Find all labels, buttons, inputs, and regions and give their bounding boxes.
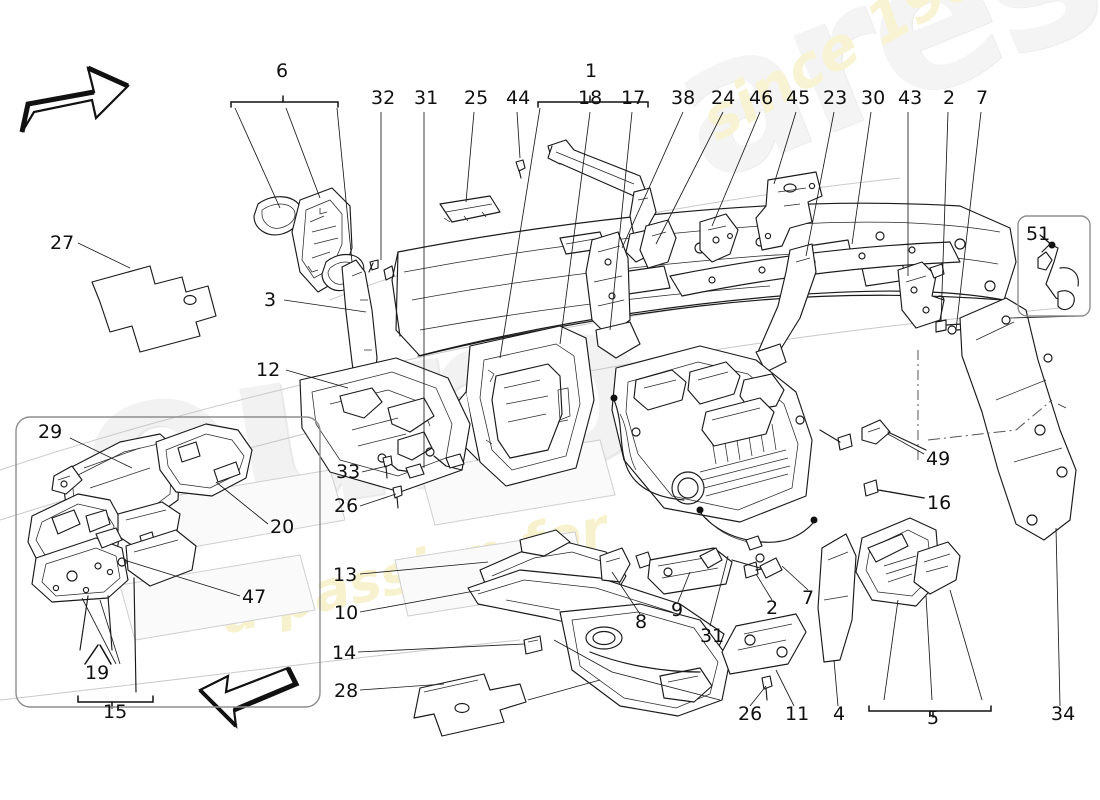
wiring-harness	[610, 394, 818, 551]
label-8: 8	[635, 611, 648, 633]
label-27: 27	[50, 232, 75, 254]
label-5: 5	[927, 707, 940, 729]
part-4-side-trim	[817, 533, 857, 663]
part-14-clip	[523, 635, 543, 655]
label-29: 29	[38, 421, 63, 443]
inset-left-assembly	[27, 423, 253, 693]
label-2-bottom: 2	[766, 597, 779, 619]
part-5-trim-covers	[855, 517, 961, 607]
label-16: 16	[927, 492, 952, 514]
label-3: 3	[264, 289, 277, 311]
label-44: 44	[506, 87, 531, 109]
steering-column-shroud	[559, 603, 731, 717]
label-32: 32	[371, 87, 396, 109]
label-1: 1	[585, 60, 598, 82]
label-15: 15	[103, 701, 128, 723]
label-4: 4	[833, 703, 846, 725]
part-25-cover-plate	[439, 195, 501, 223]
label-10: 10	[334, 602, 359, 624]
label-11: 11	[785, 703, 810, 725]
center-console-assembly	[611, 345, 813, 523]
label-46: 46	[749, 87, 774, 109]
part-12-glovebox-assembly	[299, 357, 471, 493]
part-43-hinge-bolts	[897, 261, 973, 335]
label-14: 14	[332, 642, 357, 664]
label-13: 13	[333, 564, 358, 586]
label-30: 30	[861, 87, 886, 109]
part-49-16-fasteners	[819, 419, 927, 499]
label-45: 45	[786, 87, 811, 109]
label-26-bottom: 26	[738, 703, 763, 725]
label-12: 12	[256, 359, 281, 381]
label-49: 49	[926, 448, 951, 470]
label-20: 20	[270, 516, 295, 538]
leader-lines	[69, 107, 1085, 707]
label-38: 38	[671, 87, 696, 109]
label-7-bottom: 7	[802, 587, 815, 609]
label-2-top: 2	[943, 87, 956, 109]
structural-brackets	[585, 171, 961, 373]
part-27-gasket	[91, 265, 217, 353]
part-11-lower-panel	[721, 613, 807, 701]
label-47: 47	[242, 586, 267, 608]
label-51: 51	[1026, 223, 1051, 245]
label-34: 34	[1051, 703, 1076, 725]
label-31-bottom: 31	[700, 625, 725, 647]
label-17: 17	[621, 87, 646, 109]
label-25: 25	[464, 87, 489, 109]
arrow-bottom-left-icon	[198, 666, 300, 730]
part-44-screw	[515, 159, 526, 179]
dimension-brackets	[77, 95, 992, 718]
part-34-side-panel	[917, 297, 1077, 541]
label-9: 9	[671, 599, 684, 621]
part-8-9-bracket	[599, 547, 733, 595]
label-6: 6	[276, 60, 289, 82]
label-23: 23	[823, 87, 848, 109]
inset-right-part51	[1037, 234, 1079, 311]
right-fasteners-group	[731, 557, 783, 579]
label-24: 24	[711, 87, 736, 109]
label-19: 19	[85, 662, 110, 684]
instrument-cluster-surround	[455, 325, 595, 487]
fasteners-top-left	[368, 259, 395, 281]
label-43: 43	[898, 87, 923, 109]
arrow-top-left-icon	[19, 65, 130, 133]
label-33: 33	[336, 461, 361, 483]
label-26-left: 26	[334, 495, 359, 517]
label-28: 28	[334, 680, 359, 702]
label-31-top: 31	[414, 87, 439, 109]
part-28-gasket	[413, 673, 527, 737]
label-18: 18	[578, 87, 603, 109]
label-7-top: 7	[976, 87, 989, 109]
